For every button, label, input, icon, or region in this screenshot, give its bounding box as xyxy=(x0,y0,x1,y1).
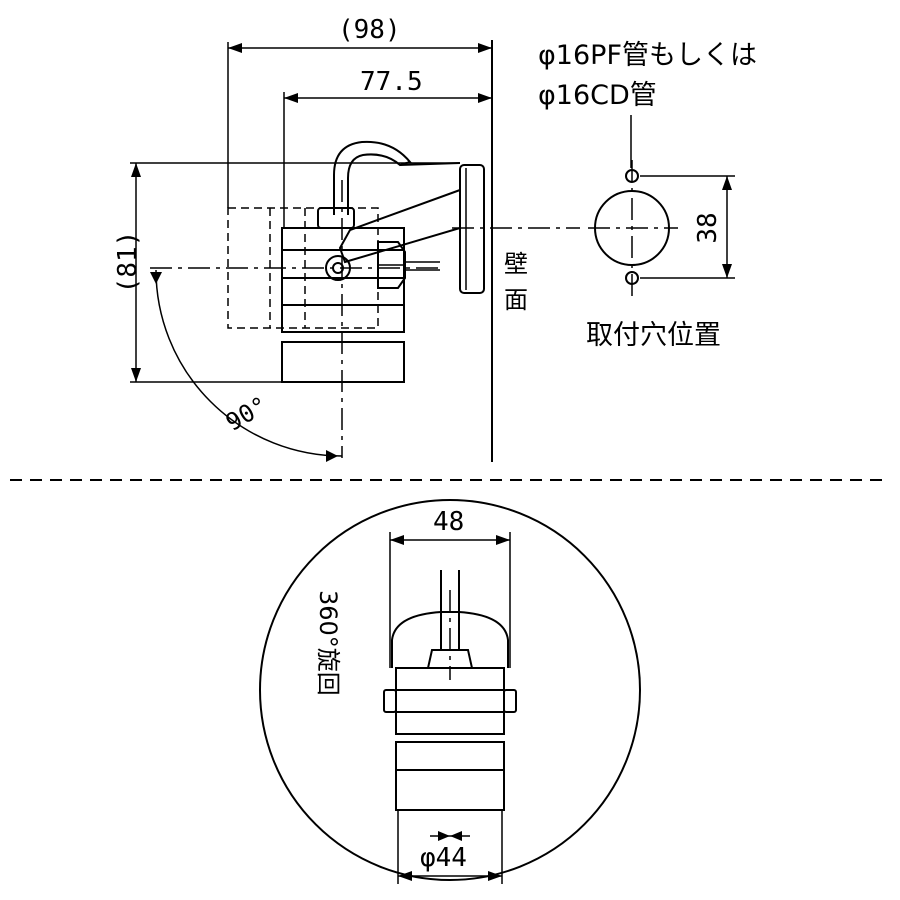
dim-body-diameter: φ44 xyxy=(420,843,467,873)
front-body-lower xyxy=(395,769,505,811)
dim-44-arrow-left xyxy=(398,871,412,881)
lamp-body-upper xyxy=(281,227,405,333)
dim-775-arrow-left xyxy=(284,93,298,103)
tilt-arc-arrow-bottom xyxy=(326,450,338,462)
rotation-label: 360°旋回 xyxy=(314,590,342,696)
front-side-knob-right xyxy=(503,689,517,713)
dim-38-arrow-bottom xyxy=(722,264,732,278)
dim-44-arrow-center xyxy=(438,831,450,841)
wall-label-2: 面 xyxy=(504,286,528,314)
dim-body-depth: 77.5 xyxy=(360,67,423,97)
wall-label-1: 壁 xyxy=(504,250,528,278)
dim-height: (81) xyxy=(113,231,143,294)
tilt-arc-arrow-top xyxy=(150,272,162,284)
front-view: 48 φ44 360°旋回 xyxy=(259,499,641,884)
arm-bracket xyxy=(338,188,461,264)
lamp-body-lower xyxy=(281,341,405,383)
conduit-note-line2: φ16CD管 xyxy=(538,80,657,111)
cable-hook xyxy=(333,140,412,215)
dim-44-arrow-center-2 xyxy=(450,831,462,841)
dim-775-arrow-right xyxy=(478,93,492,103)
dim-body-width: 48 xyxy=(433,507,464,537)
dim-48-arrow-left xyxy=(390,535,404,545)
front-body-middle xyxy=(395,741,505,771)
tilt-arc xyxy=(155,269,343,457)
dim-98-arrow-left xyxy=(228,43,242,53)
dim-38-arrow-top xyxy=(722,176,732,190)
front-bracket xyxy=(391,611,509,668)
dim-overall-depth: (98) xyxy=(338,15,401,45)
front-side-knob-left xyxy=(383,689,397,713)
mounting-hole-detail: 38 φ16PF管もしくは φ16CD管 取付穴位置 xyxy=(538,40,757,351)
dim-81-arrow-top xyxy=(131,163,141,177)
dim-98-arrow-right xyxy=(478,43,492,53)
dim-81-arrow-bottom xyxy=(131,368,141,382)
dim-44-arrow-right xyxy=(488,871,502,881)
dim-hole-pitch: 38 xyxy=(693,212,723,243)
tilt-angle-label: 90° xyxy=(221,391,273,437)
dim-48-arrow-right xyxy=(496,535,510,545)
wall-flange xyxy=(459,164,485,294)
side-view: 90° (98) 77.5 (81) 壁 面 xyxy=(113,15,580,462)
conduit-note-line1: φ16PF管もしくは xyxy=(538,40,757,71)
mounting-hole-label: 取付穴位置 xyxy=(586,320,721,351)
rotation-circle xyxy=(259,499,641,881)
